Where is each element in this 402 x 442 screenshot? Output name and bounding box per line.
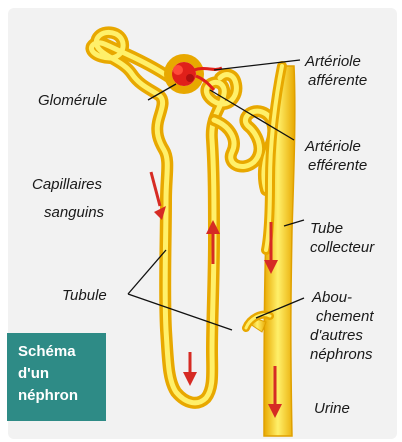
arrow-down-capillaries [151,172,160,206]
label-arteriole-afferente-2: afférente [308,72,367,90]
arrow-head [183,372,197,386]
label-tubule: Tubule [62,287,107,305]
proximal-convoluted-tubule [91,32,273,402]
badge-line-3: néphron [18,385,106,407]
title-badge: Schéma d'un néphron [7,333,106,421]
label-urine: Urine [314,400,350,418]
badge-line-2: d'un [18,363,106,385]
label-arteriole-afferente-1: Artériole [305,53,361,71]
label-capillaires-2: sanguins [44,204,104,222]
label-tube-collecteur-2: collecteur [310,239,374,257]
label-arteriole-efferente-1: Artériole [305,138,361,156]
label-capillaires-1: Capillaires [32,176,102,194]
label-abouchement-2: chement [316,308,374,326]
label-glomerule: Glomérule [38,92,107,110]
badge-line-1: Schéma [18,341,106,363]
label-abouchement-3: d'autres [310,327,363,345]
label-abouchement-1: Abou- [312,289,352,307]
label-tube-collecteur-1: Tube [310,220,343,238]
label-arteriole-efferente-2: efférente [308,157,367,175]
label-abouchement-4: néphrons [310,346,373,364]
